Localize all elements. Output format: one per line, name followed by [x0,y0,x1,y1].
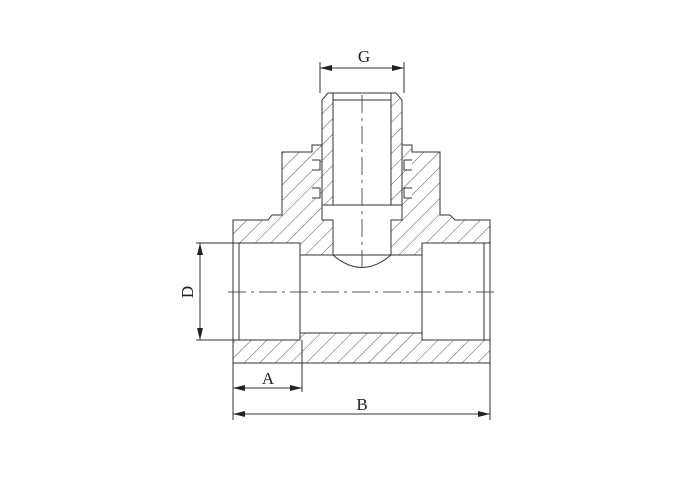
body-bottom-wall [232,332,491,364]
dimension-a [232,340,303,420]
dimension-b [233,363,491,420]
dimension-g [319,62,405,93]
dimension-d [196,242,239,341]
label-b: B [356,395,367,414]
label-d: D [178,286,197,298]
label-g: G [358,47,370,66]
center-lines [228,95,496,293]
label-a: A [262,369,275,388]
